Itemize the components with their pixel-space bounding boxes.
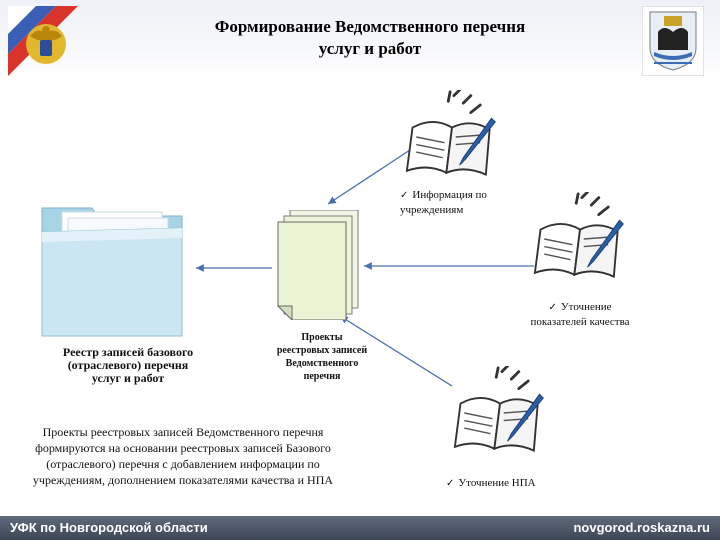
header: Формирование Ведомственного перечня услу… xyxy=(0,0,720,78)
document-with-pen-icon xyxy=(453,366,544,453)
treasury-emblem-icon xyxy=(8,6,78,76)
arrow-info-to-projects xyxy=(327,149,411,205)
footer: УФК по Новгородской области novgorod.ros… xyxy=(0,516,720,540)
footer-organization: УФК по Новгородской области xyxy=(10,520,208,535)
page-title: Формирование Ведомственного перечня услу… xyxy=(160,16,580,60)
arrow-npa-to-projects xyxy=(339,315,453,387)
projects-documents-icon xyxy=(276,210,359,320)
checkmark-icon: ✓ xyxy=(548,302,557,313)
note-npa: ✓Уточнение НПА xyxy=(446,476,606,491)
registry-label-text: Реестр записей базового (отраслевого) пе… xyxy=(62,345,194,385)
document-with-pen-icon xyxy=(533,192,624,279)
novgorod-coat-of-arms-icon xyxy=(642,6,704,76)
registry-label: Реестр записей базового (отраслевого) пе… xyxy=(62,346,194,385)
title-line-2: услуг и работ xyxy=(318,39,422,58)
footer-website-link[interactable]: novgorod.roskazna.ru xyxy=(573,520,710,535)
checkmark-icon: ✓ xyxy=(400,190,409,201)
title-line-1: Формирование Ведомственного перечня xyxy=(214,17,526,36)
projects-label: Проекты реестровых записей Ведомственног… xyxy=(274,331,370,383)
note-npa-text: Уточнение НПА xyxy=(458,477,536,489)
note-quality: ✓Уточнение показателей качества xyxy=(530,300,630,329)
projects-label-text: Проекты реестровых записей Ведомственног… xyxy=(276,332,368,382)
description-text: Проекты реестровых записей Ведомственног… xyxy=(10,424,356,488)
document-with-pen-icon xyxy=(405,90,496,177)
registry-folder-icon xyxy=(32,198,192,348)
note-info: ✓Информация по учреждениям xyxy=(400,188,520,217)
checkmark-icon: ✓ xyxy=(446,478,455,489)
description-text-content: Проекты реестровых записей Ведомственног… xyxy=(32,425,334,487)
note-info-text: Информация по учреждениям xyxy=(400,189,487,216)
note-quality-text: Уточнение показателей качества xyxy=(530,301,630,328)
